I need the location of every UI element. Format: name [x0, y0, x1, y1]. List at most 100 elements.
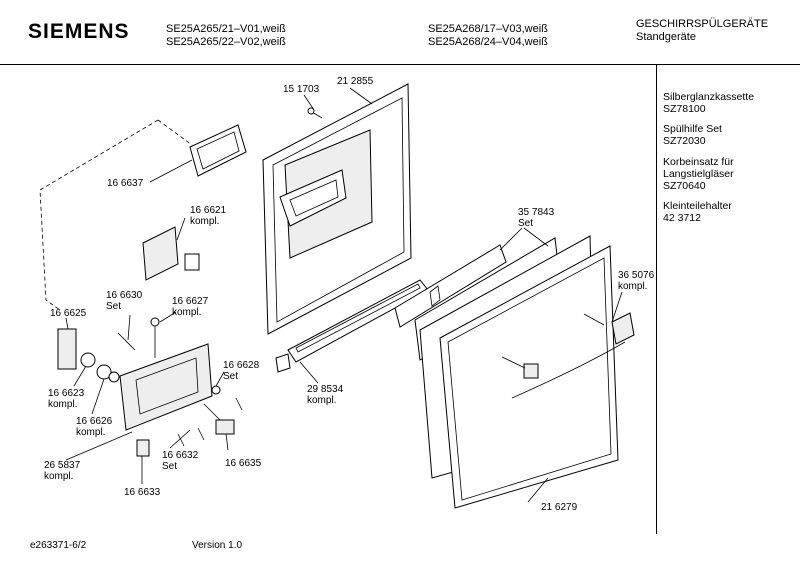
spring-166630: [117, 332, 136, 351]
brand-logo: SIEMENS: [28, 20, 130, 43]
leader: [349, 87, 373, 105]
part-label: 26 5837 kompl.: [44, 460, 80, 482]
spring-166632-a: [197, 427, 205, 441]
gasket-166637: [189, 124, 247, 177]
accessory-code: SZ72030: [663, 135, 706, 147]
models-left: SE25A265/21–V01,weiß SE25A265/22–V02,wei…: [166, 23, 286, 49]
spring-166628: [235, 397, 243, 411]
part-number: 26 5837: [44, 460, 81, 471]
handle-screw-right: [583, 313, 605, 326]
rail-bracket: [275, 353, 291, 373]
accessory-item: Spülhilfe Set SZ72030: [663, 123, 800, 147]
accessory-item: Kleinteilehalter 42 3712: [663, 200, 800, 224]
accessory-name: Kleinteilehalter: [663, 200, 732, 212]
leader: [499, 227, 523, 251]
leader: [527, 477, 549, 503]
door-handle: [511, 341, 626, 399]
version-label: Version 1.0: [192, 540, 243, 551]
leader: [65, 431, 133, 461]
part-label: 29 8534 kompl.: [307, 384, 343, 406]
spring-166632-b: [177, 433, 185, 447]
part-number: 16 6621: [190, 205, 227, 216]
insulation-strip: [394, 244, 507, 328]
knob-166625: [57, 328, 77, 370]
part-suffix: kompl.: [76, 427, 106, 438]
models-right: SE25A268/17–V03,weiß SE25A268/24–V04,wei…: [428, 23, 548, 49]
part-label: 16 6637: [107, 178, 144, 189]
leader: [73, 365, 87, 387]
switch-166635: [215, 419, 235, 435]
part-suffix: Set: [518, 218, 534, 229]
accessory-name: Spülhilfe Set: [663, 123, 722, 135]
handle-bracket: [523, 363, 539, 379]
part-label: 16 6627 kompl.: [172, 296, 208, 318]
outer-door-face: [447, 257, 612, 501]
leader: [169, 429, 191, 449]
insulation-bracket: [429, 285, 441, 307]
part-label: 35 7843 Set: [518, 207, 554, 229]
leader: [127, 314, 131, 341]
accessory-code: SZ78100: [663, 103, 706, 115]
part-suffix: kompl.: [618, 281, 648, 292]
leader: [523, 227, 549, 247]
sidebar-divider: [656, 64, 657, 534]
model-line: SE25A268/24–V04,weiß: [428, 36, 548, 48]
part-number: 29 8534: [307, 384, 344, 395]
leader: [91, 378, 105, 415]
part-suffix: Set: [223, 371, 239, 382]
accessory-name: Silberglanzkassette: [663, 91, 755, 103]
part-label: 36 5076 kompl.: [618, 270, 654, 292]
part-number: 16 6626: [76, 416, 113, 427]
category-block: GESCHIRRSPÜLGERÄTE Standgeräte: [636, 18, 768, 44]
leader: [149, 159, 193, 183]
leader: [65, 317, 69, 330]
part-number: 35 7843: [518, 207, 555, 218]
leader: [225, 433, 229, 451]
part-label: 16 6632 Set: [162, 450, 198, 472]
part-label: 16 6625: [50, 308, 87, 319]
part-number: 16 6627: [172, 296, 209, 307]
dispenser-housing: [119, 343, 213, 431]
part-label: 16 6626 kompl.: [76, 416, 112, 438]
leader: [176, 217, 186, 241]
washer: [211, 385, 221, 395]
inner-door-panel-rim: [272, 97, 405, 323]
leader: [303, 94, 315, 111]
leader: [611, 291, 623, 323]
handle-mount: [611, 312, 635, 345]
accessory-code: SZ70640: [663, 180, 706, 192]
part-label: 16 6630 Set: [106, 290, 142, 312]
category-subtitle: Standgeräte: [636, 31, 696, 43]
part-label: 16 6633: [124, 487, 161, 498]
handle-screw-left: [501, 356, 526, 369]
dispenser-opening-inner: [289, 179, 339, 217]
model-line: SE25A265/21–V01,weiß: [166, 23, 286, 35]
leader: [215, 371, 225, 387]
assembly-outline-2: [157, 119, 193, 146]
clip-166633: [136, 439, 150, 457]
ring-small: [108, 371, 120, 383]
accessory-name-cont: Langstielgläser: [663, 168, 734, 180]
model-line: SE25A265/22–V02,weiß: [166, 36, 286, 48]
ring-166623: [80, 352, 96, 368]
part-label: 21 2855: [337, 76, 374, 87]
accessory-name: Korbeinsatz für: [663, 156, 734, 168]
category-title: GESCHIRRSPÜLGERÄTE: [636, 18, 769, 30]
dispenser-cover-166621: [142, 226, 179, 281]
part-number: 36 5076: [618, 270, 655, 281]
pin-head: [150, 317, 160, 327]
header-divider: [0, 64, 800, 65]
part-suffix: Set: [162, 461, 178, 472]
model-line: SE25A268/17–V03,weiß: [428, 23, 548, 35]
part-number: 16 6632: [162, 450, 199, 461]
dispenser-housing-inner: [135, 357, 199, 415]
screw-head: [307, 107, 315, 115]
document-id: e263371-6/2: [30, 540, 87, 551]
part-label: 16 6623 kompl.: [48, 388, 84, 410]
part-number: 16 6628: [223, 360, 260, 371]
part-suffix: kompl.: [172, 307, 202, 318]
part-suffix: Set: [106, 301, 122, 312]
part-label: 21 6279: [541, 502, 578, 513]
rail-inner: [295, 283, 421, 353]
part-number: 16 6630: [106, 290, 143, 301]
